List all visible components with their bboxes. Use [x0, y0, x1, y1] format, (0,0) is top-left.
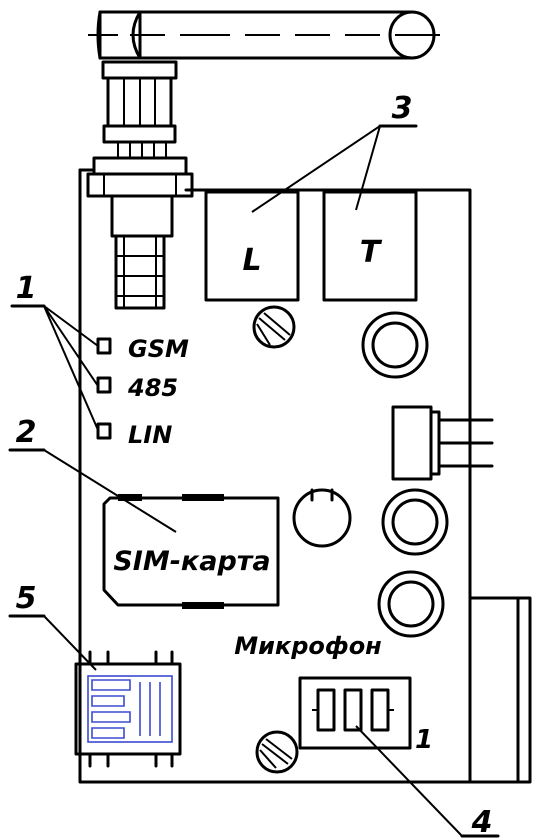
callout-2: 2 — [8, 415, 177, 533]
usb-connector — [74, 650, 182, 768]
led-gsm-label: GSM — [128, 335, 189, 363]
relay-l: L — [204, 190, 300, 302]
ring-2 — [381, 488, 449, 556]
callout-2-number: 2 — [16, 415, 37, 450]
callout-5: 5 — [8, 581, 97, 671]
mounting-hole — [292, 488, 352, 548]
callout-4: 4 — [355, 725, 500, 840]
antenna — [86, 10, 440, 310]
callout-1-number: 1 — [16, 271, 37, 306]
ring-1 — [361, 311, 429, 379]
callout-3-number: 3 — [392, 91, 413, 126]
mic-connector: Микрофон 1 — [234, 632, 433, 755]
led-lin-label: LIN — [128, 421, 172, 449]
led-lin: LIN — [96, 421, 172, 449]
led-485: 485 — [96, 374, 178, 402]
callout-5-number: 5 — [16, 581, 37, 616]
led-gsm: GSM — [96, 335, 189, 363]
led-485-label: 485 — [127, 374, 178, 402]
callout-4-number: 4 — [471, 805, 493, 840]
callout-3: 3 — [251, 91, 418, 213]
sim-label: SIM-карта — [113, 546, 270, 577]
side-bracket — [468, 596, 532, 784]
sim-holder: SIM-карта — [102, 494, 280, 609]
screw-bottom — [255, 730, 299, 774]
ring-3 — [377, 570, 445, 638]
screw-top — [252, 305, 296, 349]
pin-header — [391, 405, 494, 481]
mic-label: Микрофон — [234, 632, 382, 660]
relay-t: T — [322, 190, 418, 302]
callout-1: 1 — [10, 271, 99, 431]
relay-t-label: T — [360, 235, 383, 270]
relay-l-label: L — [242, 243, 261, 278]
mic-pin-label: 1 — [415, 725, 433, 755]
